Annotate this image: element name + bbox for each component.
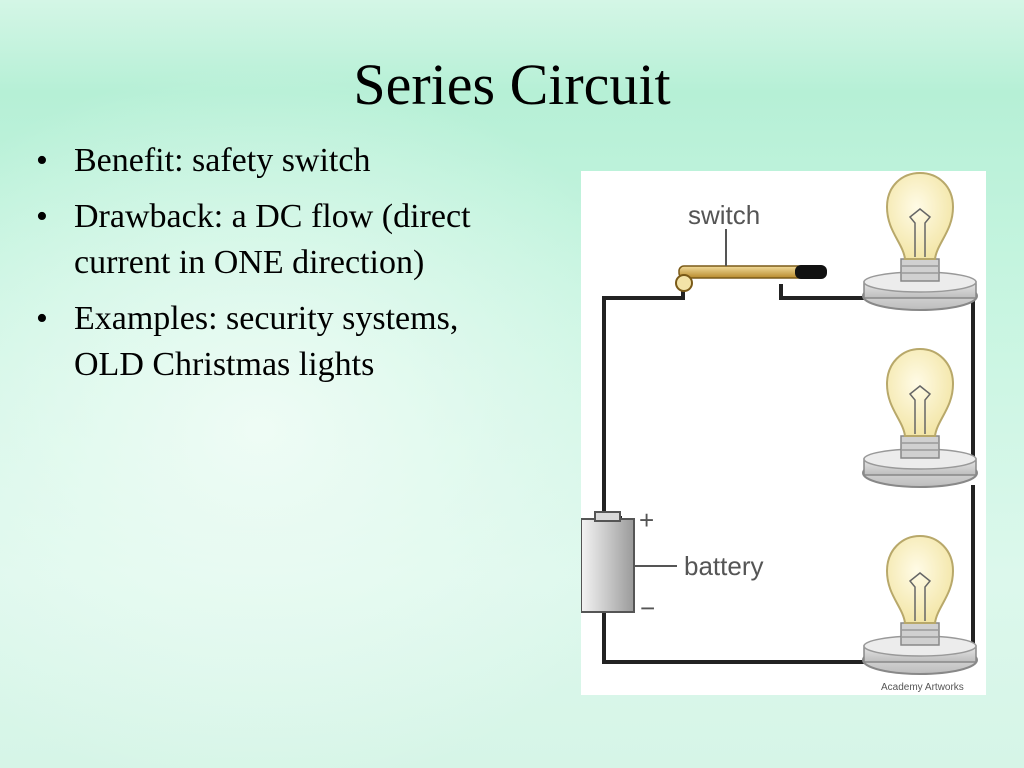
bullet-examples: Examples: security systems, OLD Christma… (30, 296, 500, 388)
battery-icon (581, 511, 677, 613)
bullet-drawback: Drawback: a DC flow (direct current in O… (30, 194, 500, 286)
battery-label: battery (684, 551, 764, 581)
light-bulb-icon (862, 347, 978, 488)
battery-minus-sign: − (640, 593, 655, 623)
image-credit: Academy Artworks (881, 682, 964, 693)
switch-label: switch (688, 200, 760, 230)
circuit-svg: switch + − battery (581, 171, 978, 693)
switch-icon (675, 229, 827, 292)
bullet-benefit: Benefit: safety switch (30, 138, 500, 184)
light-bulb-icon (862, 171, 978, 311)
battery-plus-sign: + (639, 505, 654, 535)
light-bulb-icon (862, 534, 978, 675)
bullet-list: Benefit: safety switch Drawback: a DC fl… (30, 138, 500, 398)
series-circuit-diagram: switch + − battery (581, 171, 986, 695)
slide-title: Series Circuit (353, 52, 671, 117)
